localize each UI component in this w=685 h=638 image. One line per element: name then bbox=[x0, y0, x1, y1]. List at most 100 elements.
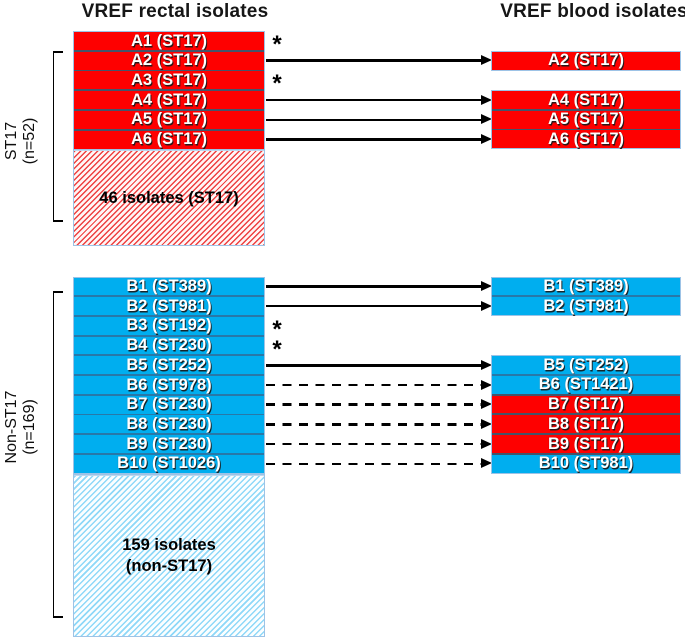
blood-isolate-b6: B6 (ST1421) bbox=[492, 375, 680, 394]
row-separator bbox=[74, 374, 264, 377]
blood-isolates-stack: A2 (ST17) bbox=[491, 50, 681, 71]
rectal-isolate-b5: B5 (ST252) bbox=[74, 356, 264, 375]
group-side-label-line2: (n=169) bbox=[21, 399, 38, 455]
group-bracket-tick-bottom bbox=[52, 220, 63, 222]
transmission-arrow-solid-b1 bbox=[266, 285, 481, 288]
row-separator bbox=[74, 393, 264, 396]
row-separator bbox=[74, 49, 264, 52]
rectal-isolate-b7: B7 (ST230) bbox=[74, 395, 264, 414]
group-side-label: Non-ST17(n=169) bbox=[2, 357, 40, 497]
blood-isolates-stack: B1 (ST389)B2 (ST981) bbox=[491, 276, 681, 317]
rectal-isolate-a4: A4 (ST17) bbox=[74, 91, 264, 110]
row-separator bbox=[74, 315, 264, 318]
rectal-isolate-b6: B6 (ST978) bbox=[74, 376, 264, 394]
group-bracket-tick-top bbox=[52, 51, 63, 53]
row-separator bbox=[492, 374, 680, 377]
transmission-arrow-dashed-b8 bbox=[266, 423, 481, 426]
arrowhead-icon bbox=[481, 359, 492, 370]
group-bracket-tick-top bbox=[52, 291, 63, 293]
rectal-isolate-b8: B8 (ST230) bbox=[74, 415, 264, 434]
pool-label-line: (non-ST17) bbox=[125, 556, 213, 575]
rectal-isolate-b4: B4 (ST230) bbox=[74, 336, 264, 355]
pool-label-line: 46 isolates (ST17) bbox=[99, 188, 239, 207]
blood-isolate-b8: B8 (ST17) bbox=[492, 415, 680, 434]
blood-isolate-b9: B9 (ST17) bbox=[492, 435, 680, 454]
rectal-isolate-a6: A6 (ST17) bbox=[74, 130, 264, 149]
row-separator bbox=[492, 295, 680, 298]
arrowhead-icon bbox=[481, 438, 492, 449]
asterisk-marker: * bbox=[272, 315, 282, 343]
arrowhead-icon bbox=[481, 114, 492, 125]
transmission-arrow-solid-a5 bbox=[266, 118, 481, 122]
rectal-isolate-a5: A5 (ST17) bbox=[74, 110, 264, 129]
row-separator bbox=[74, 354, 264, 357]
group-side-label-line1: ST17 bbox=[3, 121, 20, 161]
row-separator bbox=[74, 295, 264, 298]
arrowhead-icon bbox=[481, 418, 492, 429]
blood-isolate-a4: A4 (ST17) bbox=[492, 91, 680, 110]
transmission-arrow-solid-a6 bbox=[266, 138, 481, 141]
rectal-isolate-a3: A3 (ST17) bbox=[74, 71, 264, 90]
transmission-arrow-solid-b5 bbox=[266, 364, 481, 367]
arrowhead-icon bbox=[481, 379, 492, 390]
transmission-arrow-dashed-b6 bbox=[266, 383, 481, 387]
asterisk-marker: * bbox=[272, 335, 282, 363]
blood-column-title: VREF blood isolates bbox=[500, 1, 685, 22]
rectal-isolates-column: A1 (ST17)A2 (ST17)A3 (ST17)A4 (ST17)A5 (… bbox=[73, 31, 265, 247]
arrowhead-icon bbox=[481, 300, 492, 311]
blood-isolates-stack: A4 (ST17)A5 (ST17)A6 (ST17) bbox=[491, 90, 681, 150]
unsampled-pool-st17: 46 isolates (ST17) bbox=[74, 150, 264, 246]
group-bracket-tick-bottom bbox=[52, 616, 63, 618]
blood-isolate-a6: A6 (ST17) bbox=[492, 130, 680, 149]
group-side-label-line2: (n=52) bbox=[21, 117, 38, 165]
arrowhead-icon bbox=[481, 281, 492, 291]
rectal-isolate-b3: B3 (ST192) bbox=[74, 316, 264, 335]
unsampled-pool-non-st17: 159 isolates (non-ST17) bbox=[74, 474, 264, 636]
rectal-isolate-a2: A2 (ST17) bbox=[74, 51, 264, 70]
row-separator bbox=[74, 413, 264, 416]
pool-label-line: 159 isolates bbox=[122, 535, 216, 554]
blood-isolate-b10: B10 (ST981) bbox=[492, 454, 680, 473]
row-separator bbox=[74, 433, 264, 436]
row-separator bbox=[492, 108, 680, 111]
rectal-isolates-column: B1 (ST389)B2 (ST981)B3 (ST192)B4 (ST230)… bbox=[73, 276, 265, 637]
transmission-arrow-dashed-b10 bbox=[266, 462, 481, 466]
blood-isolate-b1: B1 (ST389) bbox=[492, 277, 680, 296]
blood-isolate-a2: A2 (ST17) bbox=[492, 51, 680, 70]
row-separator bbox=[492, 433, 680, 436]
row-separator bbox=[74, 334, 264, 337]
transmission-arrow-solid-a4 bbox=[266, 98, 481, 102]
group-side-label-line1: Non-ST17 bbox=[3, 390, 20, 464]
blood-isolate-b5: B5 (ST252) bbox=[492, 356, 680, 375]
row-separator bbox=[74, 128, 264, 131]
arrowhead-icon bbox=[481, 458, 492, 469]
rectal-isolate-a1: A1 (ST17) bbox=[74, 32, 264, 50]
arrowhead-icon bbox=[481, 55, 492, 66]
row-separator bbox=[74, 108, 264, 111]
asterisk-marker: * bbox=[272, 31, 282, 58]
blood-isolate-b7: B7 (ST17) bbox=[492, 395, 680, 414]
rectal-isolate-b9: B9 (ST230) bbox=[74, 435, 264, 454]
rectal-isolate-b1: B1 (ST389) bbox=[74, 277, 264, 296]
row-separator bbox=[74, 452, 264, 455]
blood-isolates-stack: B5 (ST252)B6 (ST1421)B7 (ST17)B8 (ST17)B… bbox=[491, 355, 681, 474]
row-separator bbox=[492, 393, 680, 396]
row-separator bbox=[492, 128, 680, 131]
arrowhead-icon bbox=[481, 399, 492, 410]
group-bracket-line bbox=[52, 291, 55, 618]
rectal-column-title: VREF rectal isolates bbox=[81, 1, 269, 22]
row-separator bbox=[492, 413, 680, 416]
blood-isolate-b2: B2 (ST981) bbox=[492, 297, 680, 316]
transmission-arrow-solid-a2 bbox=[266, 59, 481, 62]
row-separator bbox=[492, 452, 680, 455]
transmission-arrow-dashed-b9 bbox=[266, 442, 481, 446]
blood-isolate-a5: A5 (ST17) bbox=[492, 110, 680, 129]
arrowhead-icon bbox=[481, 134, 492, 144]
rectal-isolate-b10: B10 (ST1026) bbox=[74, 454, 264, 473]
row-separator bbox=[74, 89, 264, 92]
arrowhead-icon bbox=[481, 94, 492, 105]
rectal-isolate-b2: B2 (ST981) bbox=[74, 297, 264, 316]
asterisk-marker: * bbox=[272, 70, 282, 98]
group-side-label: ST17(n=52) bbox=[2, 71, 40, 211]
